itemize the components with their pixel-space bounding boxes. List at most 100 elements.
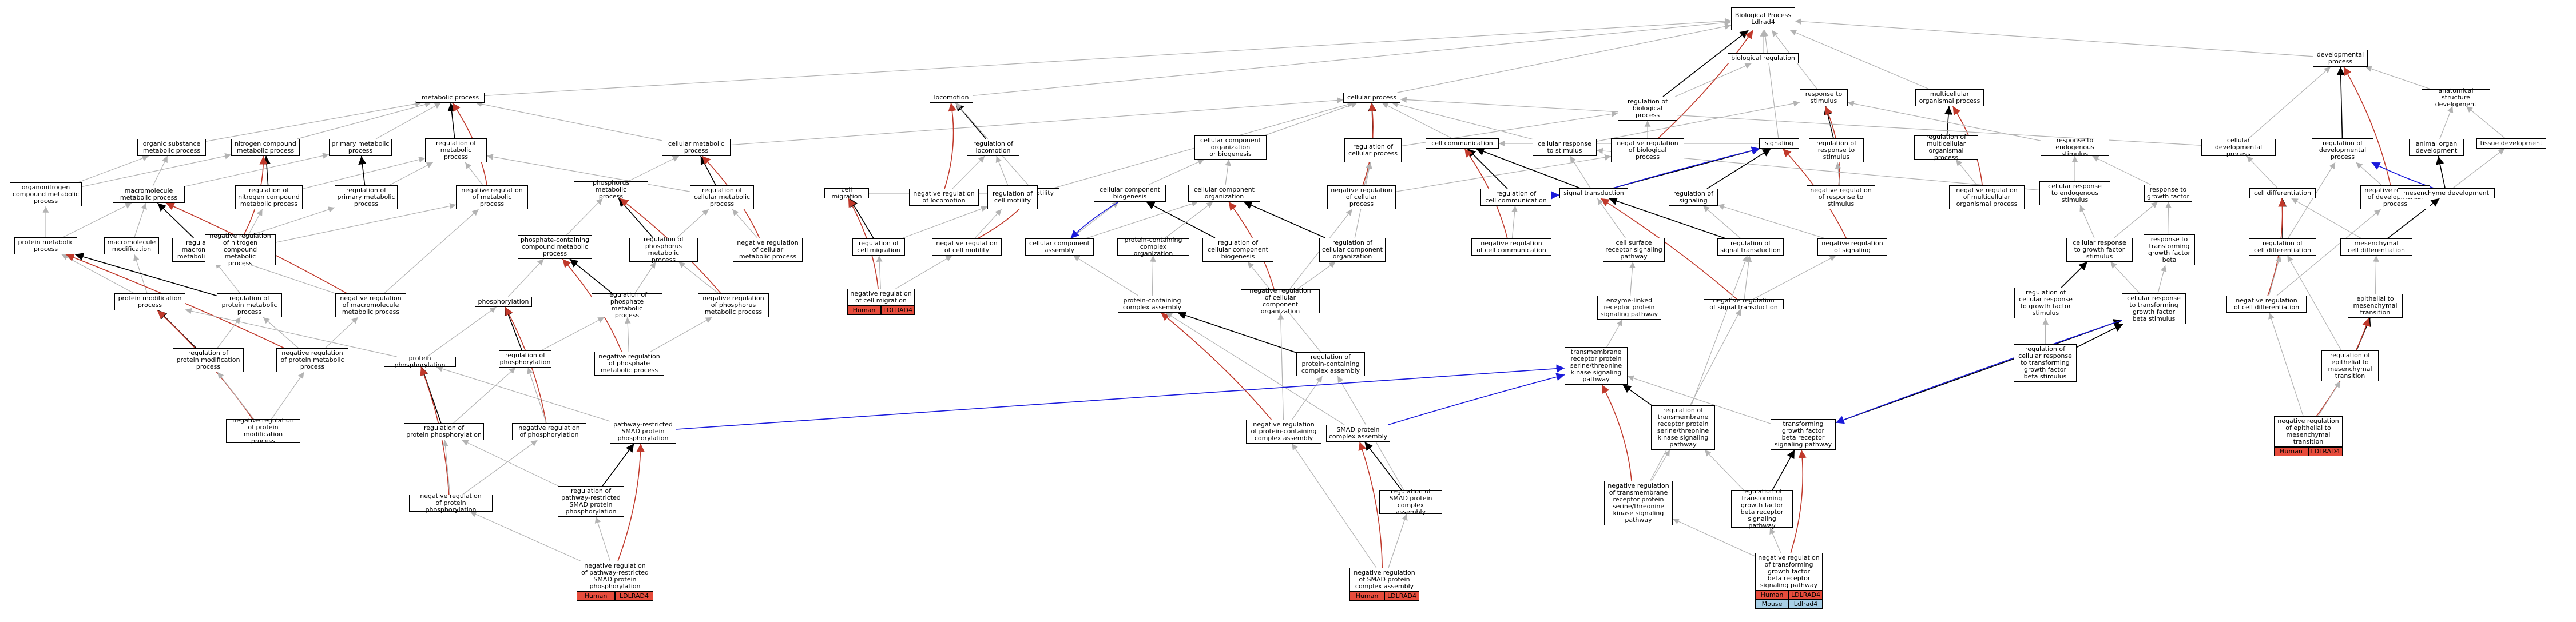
go-term-metab[interactable]: metabolic process [416,93,485,103]
go-term-protmod[interactable]: protein modification process [114,293,185,310]
go-term-tgfbpath[interactable]: transforming growth factor beta receptor… [1771,419,1836,450]
go-term-negregphosphorylation[interactable]: negative regulation of phosphorylation [512,423,586,440]
go-term-negregsmad[interactable]: negative regulation of SMAD protein comp… [1349,568,1419,592]
go-term-negregresp[interactable]: negative regulation of response to stimu… [1807,185,1875,209]
go-term-signaling[interactable]: signaling [1759,138,1799,149]
go-term-cellcomm[interactable]: cell communication [1426,138,1499,149]
go-term-orgN[interactable]: organonitrogen compound metabolic proces… [10,182,82,206]
go-term-negregcelldiff[interactable]: negative regulation of cell differentiat… [2226,296,2307,313]
go-term-respendo[interactable]: response to endogenous stimulus [2041,137,2109,158]
go-term-regprotcont[interactable]: regulation of protein-containing complex… [1296,352,1365,376]
go-term-locomotion[interactable]: locomotion [930,93,973,103]
go-term-negregsigtrans[interactable]: negative regulation of signal transducti… [1704,297,1784,311]
go-term-regcellresptgfb[interactable]: regulation of cellular response to trans… [2014,344,2077,382]
go-term-ccorg2[interactable]: cellular component organization [1188,185,1260,202]
go-term-cellrespendo[interactable]: cellular response to endogenous stimulus [2039,181,2110,205]
go-term-negregemt[interactable]: negative regulation of epithelial to mes… [2274,416,2343,447]
go-term-negregccorg[interactable]: negative regulation of cellular componen… [1241,288,1320,315]
go-term-mesdev[interactable]: mesenchyme development [2398,188,2495,198]
go-term-phosphorylation[interactable]: phosphorylation [475,297,532,307]
go-term-regtmrsts[interactable]: regulation of transmembrane receptor pro… [1651,405,1715,450]
go-term-negregcellmetab[interactable]: negative regulation of cellular metaboli… [733,238,803,262]
go-term-regemt[interactable]: regulation of epithelial to mesenchymal … [2321,350,2379,381]
go-term-regcellproc[interactable]: regulation of cellular process [1344,138,1402,162]
go-term-negregprotmetab[interactable]: negative regulation of protein metabolic… [276,348,348,372]
go-term-negregmetab[interactable]: negative regulation of metabolic process [456,185,528,209]
go-term-regtgfb[interactable]: regulation of transforming growth factor… [1731,488,1793,529]
go-term-regdev[interactable]: regulation of developmental process [2312,138,2373,162]
go-term-sigtrans[interactable]: signal transduction [1559,188,1628,198]
go-term-negregcellmig[interactable]: negative regulation of cell migration [847,289,915,306]
go-term-bp[interactable]: Biological Process Ldlrad4 [1731,7,1795,30]
go-term-negregphosphate[interactable]: negative regulation of phosphate metabol… [594,352,664,376]
go-term-regmetab[interactable]: regulation of metabolic process [425,138,487,162]
go-term-regnitro[interactable]: regulation of nitrogen compound metaboli… [235,185,303,209]
go-term-prsmad[interactable]: pathway-restricted SMAD protein phosphor… [610,420,676,444]
go-term-negregtgfb[interactable]: negative regulation of transforming grow… [1755,553,1823,591]
go-term-ccassembly[interactable]: cellular component assembly [1025,238,1094,256]
go-term-tmrsts[interactable]: transmembrane receptor protein serine/th… [1565,347,1628,385]
go-term-negregprotmod[interactable]: negative regulation of protein modificat… [226,417,300,445]
go-term-reglocom[interactable]: regulation of locomotion [967,139,1019,156]
go-term-phosmetab[interactable]: phosphorus metabolic process [574,180,648,200]
go-term-orgsub[interactable]: organic substance metabolic process [137,139,206,156]
go-term-macromod[interactable]: macromolecule modification [104,237,159,254]
go-term-regcellmot[interactable]: regulation of cell motility [987,185,1038,209]
go-term-emt[interactable]: epithelial to mesenchymal transition [2348,294,2403,318]
go-term-regprotmetab[interactable]: regulation of protein metabolic process [217,293,282,317]
go-term-phoscont[interactable]: phosphate-containing compound metabolic … [518,235,592,259]
go-term-enzlinked[interactable]: enzyme-linked receptor protein signaling… [1597,296,1661,320]
go-term-regprotphos[interactable]: regulation of protein phosphorylation [404,423,484,440]
go-term-regsigtrans[interactable]: regulation of signal transduction [1717,238,1784,256]
go-term-regprsmad[interactable]: regulation of pathway-restricted SMAD pr… [558,486,624,517]
go-term-resptgfb[interactable]: response to transforming growth factor b… [2144,234,2195,265]
go-term-anatdev[interactable]: anatomical structure development [2422,87,2490,108]
go-term-negregcp[interactable]: negative regulation of cellular process [1327,185,1396,209]
go-term-negreglocom[interactable]: negative regulation of locomotion [909,189,979,206]
go-term-cellmig[interactable]: cell migration [824,186,869,200]
go-term-negregmacro[interactable]: negative regulation of macromolecule met… [335,293,406,317]
go-term-ccbio[interactable]: cellular component biogenesis [1094,185,1166,202]
go-term-multi[interactable]: multicellular organismal process [1915,89,1984,106]
go-term-negregprotcont[interactable]: negative regulation of protein-containin… [1246,420,1321,444]
go-term-bioreg[interactable]: biological regulation [1728,53,1799,63]
go-term-regccorg[interactable]: regulation of cellular component organiz… [1319,238,1386,262]
go-term-regphosmetab[interactable]: regulation of phosphorus metabolic proce… [629,236,698,264]
go-term-cellmetab[interactable]: cellular metabolic process [662,139,731,156]
go-term-respgf[interactable]: response to growth factor [2144,185,2192,202]
go-term-regccbio[interactable]: regulation of cellular component biogene… [1202,238,1273,262]
go-term-regcellrespgf[interactable]: regulation of cellular response to growt… [2014,288,2077,318]
go-term-nitro[interactable]: nitrogen compound metabolic process [231,139,300,156]
go-term-protphos[interactable]: protein phosphorylation [384,355,456,369]
go-term-negregprsmad[interactable]: negative regulation of pathway-restricte… [577,561,653,592]
go-term-cellproc[interactable]: cellular process [1343,93,1400,103]
go-term-regprotmod[interactable]: regulation of protein modification proce… [173,348,244,372]
go-term-regmulti[interactable]: regulation of multicellular organismal p… [1914,134,1978,161]
go-term-negregsig[interactable]: negative regulation of signaling [1817,238,1887,256]
go-term-negregtmrsts[interactable]: negative regulation of transmembrane rec… [1604,481,1673,525]
go-term-negregbp[interactable]: negative regulation of biological proces… [1611,138,1684,162]
go-term-protcontassembly[interactable]: protein-containing complex assembly [1118,296,1186,313]
go-term-devproc[interactable]: developmental process [2313,50,2368,67]
go-term-regcellmetab[interactable]: regulation of cellular metabolic process [690,185,754,209]
go-term-regsmad[interactable]: regulation of SMAD protein complex assem… [1379,488,1442,516]
go-term-negregphosmetab[interactable]: negative regulation of phosphorus metabo… [698,293,769,317]
go-term-mesdiff[interactable]: mesenchymal cell differentiation [2340,238,2412,256]
go-term-protmetab[interactable]: protein metabolic process [14,237,77,254]
go-term-negregcellcomm[interactable]: negative regulation of cell communicatio… [1471,238,1551,256]
go-term-cellresp[interactable]: cellular response to stimulus [1533,139,1597,156]
go-term-negregprotphos[interactable]: negative regulation of protein phosphory… [409,493,493,513]
go-term-negregmulti[interactable]: negative regulation of multicellular org… [1949,185,2025,209]
go-term-cellresptgfb[interactable]: cellular response to transforming growth… [2122,293,2186,324]
go-term-regcellmig[interactable]: regulation of cell migration [852,238,905,256]
go-term-regsig[interactable]: regulation of signaling [1669,189,1718,206]
go-term-regresp[interactable]: regulation of response to stimulus [1809,138,1864,162]
go-term-celldevproc[interactable]: cellular developmental process [2201,137,2276,158]
go-term-tissue[interactable]: tissue development [2476,138,2546,149]
go-term-regcelldiff[interactable]: regulation of cell differentiation [2249,238,2316,256]
go-term-regphosphate[interactable]: regulation of phosphate metabolic proces… [592,292,662,319]
go-term-ccorg[interactable]: cellular component organization or bioge… [1194,135,1267,160]
go-term-resp[interactable]: response to stimulus [1800,89,1848,106]
go-term-macro[interactable]: macromolecule metabolic process [113,186,185,203]
go-term-regprimary[interactable]: regulation of primary metabolic process [335,185,398,209]
